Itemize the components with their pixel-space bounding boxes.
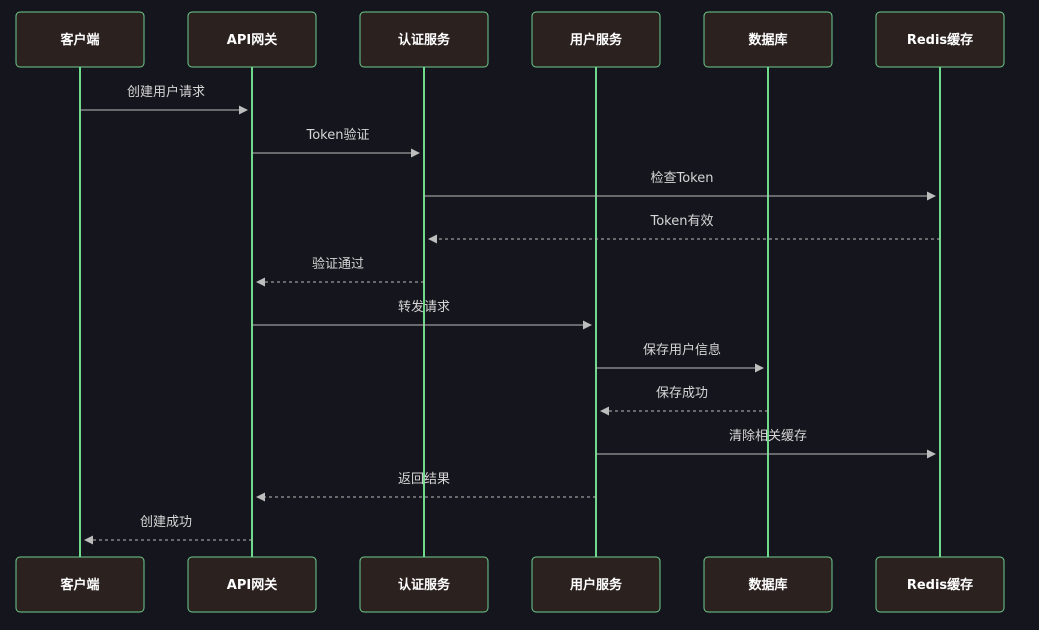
- actor-bottom-client: 客户端: [15, 556, 145, 613]
- arrowhead-icon: [84, 535, 93, 545]
- message-label: 清除相关缓存: [729, 429, 807, 444]
- actor-label: 客户端: [60, 577, 99, 593]
- lifelines: [79, 67, 941, 557]
- actor-label: 数据库: [748, 32, 787, 48]
- actor-top-redis: Redis缓存: [875, 11, 1005, 68]
- actor-top-auth: 认证服务: [359, 11, 489, 68]
- actor-top-db: 数据库: [703, 11, 833, 68]
- actor-box: [359, 556, 489, 613]
- actor-box: [187, 556, 317, 613]
- actors-bottom: 客户端 API网关 认证服务 用户服务 数据库 Redis缓存: [15, 556, 1005, 613]
- message-label: 创建用户请求: [127, 84, 205, 100]
- arrowhead-icon: [256, 492, 265, 502]
- message-9: 返回结果: [256, 472, 596, 502]
- actor-label: Redis缓存: [907, 32, 973, 48]
- actor-label: 用户服务: [569, 32, 623, 48]
- arrowhead-icon: [583, 320, 592, 330]
- actor-top-client: 客户端: [15, 11, 145, 68]
- arrowhead-icon: [927, 449, 936, 459]
- message-label: 返回结果: [398, 472, 450, 487]
- actor-box: [359, 11, 489, 68]
- message-label: 保存成功: [656, 386, 708, 401]
- message-3: Token有效: [428, 214, 940, 244]
- message-5: 转发请求: [252, 299, 592, 330]
- arrowhead-icon: [256, 277, 265, 287]
- message-label: 转发请求: [398, 299, 450, 315]
- actor-bottom-gateway: API网关: [187, 556, 317, 613]
- actors-top: 客户端 API网关 认证服务 用户服务 数据库 Redis缓存: [15, 11, 1005, 68]
- message-8: 清除相关缓存: [596, 429, 936, 459]
- actor-label: Redis缓存: [907, 577, 973, 593]
- arrowhead-icon: [755, 363, 764, 373]
- actor-bottom-db: 数据库: [703, 556, 833, 613]
- message-label: 保存用户信息: [643, 342, 721, 358]
- arrowhead-icon: [411, 148, 420, 158]
- actor-label: 数据库: [748, 577, 787, 593]
- message-0: 创建用户请求: [80, 84, 248, 115]
- actor-box: [531, 11, 661, 68]
- message-label: 检查Token: [651, 171, 714, 186]
- actor-bottom-redis: Redis缓存: [875, 556, 1005, 613]
- actor-bottom-user: 用户服务: [531, 556, 661, 613]
- actor-label: API网关: [227, 577, 277, 593]
- message-label: 创建成功: [140, 515, 192, 530]
- arrowhead-icon: [239, 105, 248, 115]
- message-label: Token验证: [306, 127, 370, 143]
- actor-label: 用户服务: [569, 577, 623, 593]
- message-4: 验证通过: [256, 256, 424, 287]
- message-7: 保存成功: [600, 386, 768, 416]
- actor-box: [15, 556, 145, 613]
- actor-box: [875, 556, 1005, 613]
- arrowhead-icon: [600, 406, 609, 416]
- arrowhead-icon: [927, 191, 936, 201]
- message-label: 验证通过: [312, 256, 364, 272]
- message-1: Token验证: [252, 127, 420, 158]
- actor-box: [15, 11, 145, 68]
- actor-bottom-auth: 认证服务: [359, 556, 489, 613]
- actor-box: [187, 11, 317, 68]
- actor-box: [703, 556, 833, 613]
- actor-top-gateway: API网关: [187, 11, 317, 68]
- actor-label: 客户端: [60, 32, 99, 48]
- actor-label: 认证服务: [398, 577, 451, 593]
- actor-box: [703, 11, 833, 68]
- actor-top-user: 用户服务: [531, 11, 661, 68]
- actor-box: [531, 556, 661, 613]
- message-6: 保存用户信息: [596, 342, 764, 373]
- message-10: 创建成功: [84, 515, 252, 545]
- arrowhead-icon: [428, 234, 437, 244]
- message-2: 检查Token: [424, 171, 936, 201]
- actor-label: 认证服务: [398, 32, 451, 48]
- actor-label: API网关: [227, 32, 277, 48]
- messages: 创建用户请求 Token验证检查TokenToken有效验证通过转发请求保存用户信…: [80, 84, 940, 545]
- actor-box: [875, 11, 1005, 68]
- message-label: Token有效: [650, 214, 714, 229]
